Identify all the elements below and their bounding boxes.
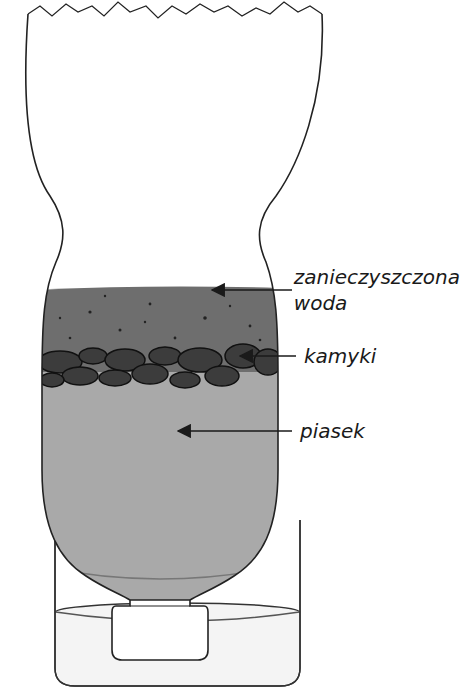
leader-arrows — [178, 290, 296, 431]
layer-label: kamyki — [304, 343, 376, 369]
bottle-cap — [112, 600, 208, 660]
cut-edge — [28, 2, 322, 18]
layer-label: piasek — [300, 418, 365, 444]
layer-label: zanieczyszczona woda — [294, 264, 460, 316]
bottle-outline — [26, 14, 323, 600]
pebbles — [38, 344, 282, 388]
